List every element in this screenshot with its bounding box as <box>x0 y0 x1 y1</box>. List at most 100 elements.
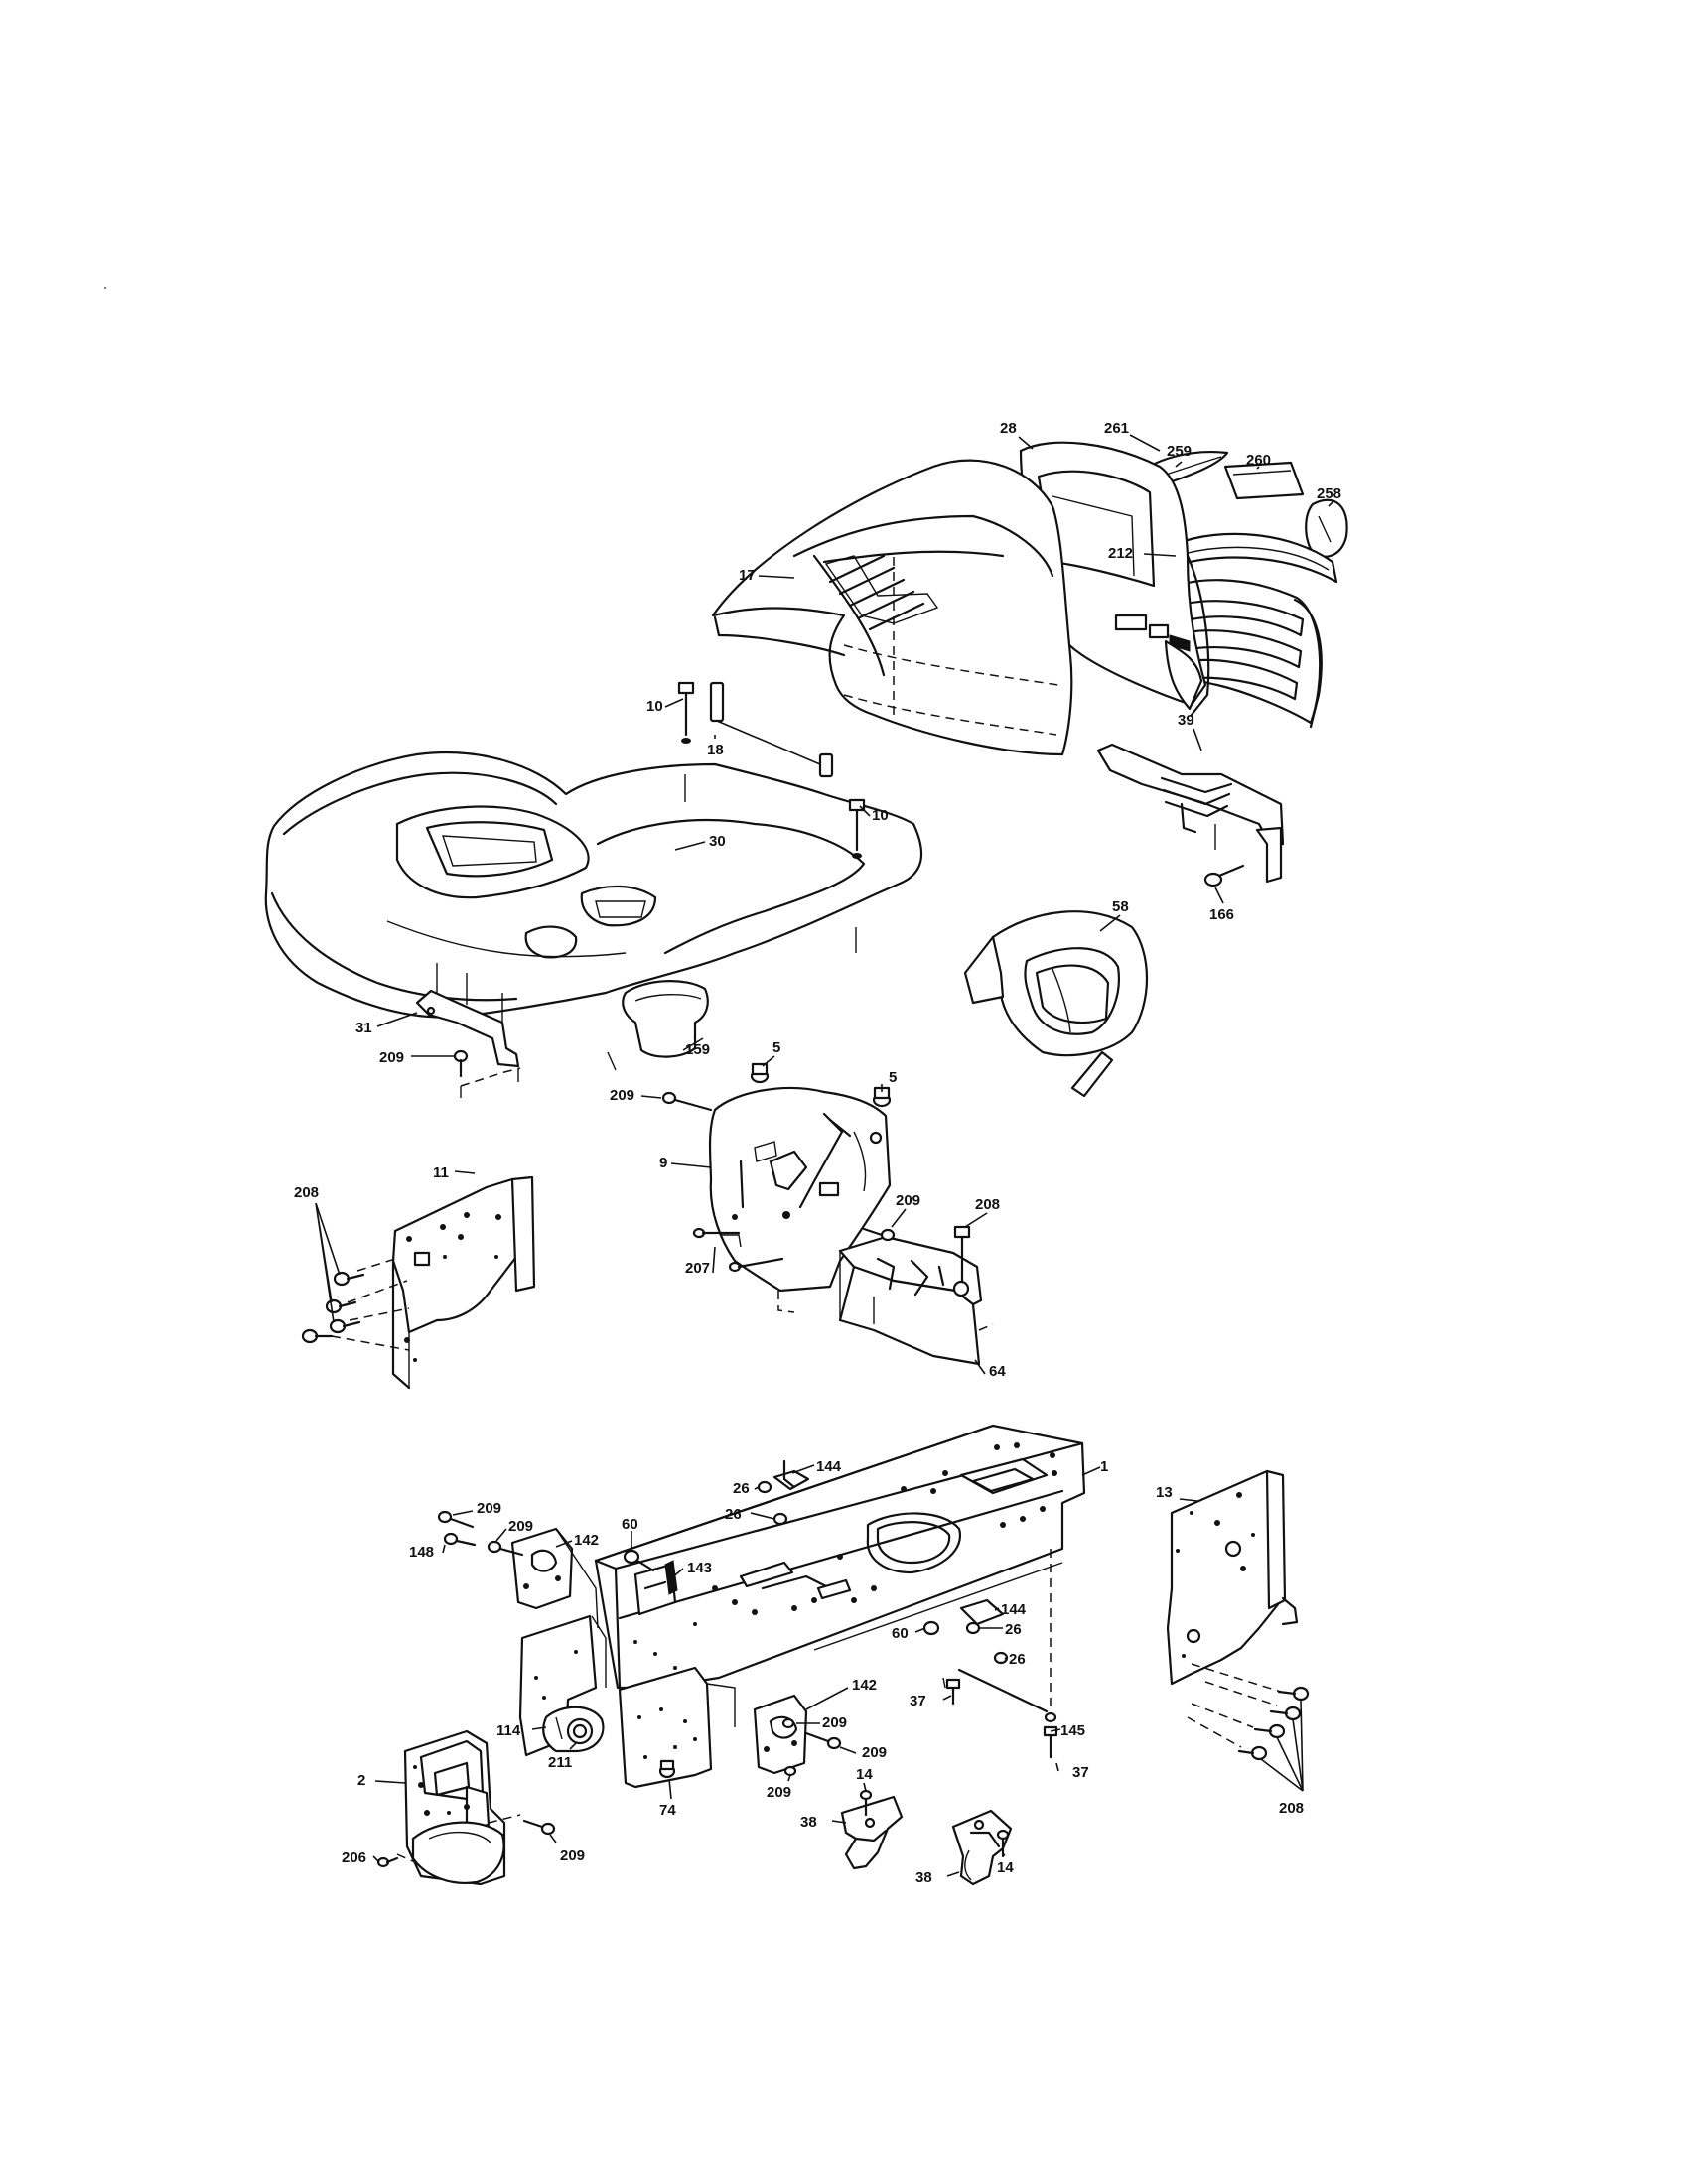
callout-209-b: 209 <box>610 1087 634 1104</box>
part-261-grille <box>1160 580 1322 727</box>
callout-37-b: 37 <box>1072 1764 1089 1781</box>
callout-5-b: 5 <box>889 1069 897 1086</box>
part-166-screw <box>1205 866 1243 886</box>
part-145-rod <box>943 1670 1056 1757</box>
callout-208-a: 208 <box>294 1184 319 1201</box>
callout-144-b: 144 <box>1001 1601 1027 1618</box>
callout-14-b: 14 <box>997 1859 1014 1876</box>
part-209-screws-d <box>783 1719 840 1775</box>
part-208-bolt-b <box>955 1227 969 1281</box>
callout-74: 74 <box>659 1802 676 1819</box>
callout-labels: 259 260 258 212 28 261 17 10 18 10 30 39… <box>294 420 1341 1886</box>
callout-207: 207 <box>685 1260 710 1277</box>
part-39-bracket <box>1098 745 1283 882</box>
callout-209-g: 209 <box>862 1744 887 1761</box>
part-30-fender <box>266 752 921 1017</box>
callout-58: 58 <box>1112 898 1129 915</box>
callout-39: 39 <box>1178 712 1194 729</box>
callout-5-a: 5 <box>772 1039 780 1056</box>
callout-209-d: 209 <box>477 1500 501 1517</box>
callout-209-a: 209 <box>379 1049 404 1066</box>
scan-artifact-dot <box>104 287 106 289</box>
callout-26-c: 26 <box>1005 1621 1022 1638</box>
callout-64: 64 <box>989 1363 1006 1380</box>
callout-1: 1 <box>1100 1458 1108 1475</box>
callout-209-i: 209 <box>560 1847 585 1864</box>
part-206-209-screws <box>378 1821 554 1866</box>
part-144-brackets <box>759 1461 1007 1663</box>
part-13-side-plate <box>1168 1471 1297 1747</box>
callout-209-h: 209 <box>767 1784 791 1801</box>
callout-260: 260 <box>1246 452 1271 469</box>
callout-38-b: 38 <box>915 1869 932 1886</box>
part-38-brackets <box>842 1791 1011 1884</box>
part-31-bracket <box>417 963 520 1098</box>
part-142-plates <box>512 1529 806 1773</box>
part-258-side-cap <box>1306 500 1346 557</box>
callout-37-a: 37 <box>910 1693 926 1709</box>
part-9-plate <box>710 1088 890 1312</box>
callout-142-a: 142 <box>574 1532 599 1549</box>
callout-13: 13 <box>1156 1484 1173 1501</box>
part-64-bracket <box>840 1237 993 1364</box>
part-159-cup-holder <box>608 981 708 1070</box>
callout-18: 18 <box>707 742 724 758</box>
part-207-screws <box>694 1229 782 1271</box>
callout-145: 145 <box>1060 1722 1085 1739</box>
callout-60-a: 60 <box>622 1516 638 1533</box>
callout-258: 258 <box>1317 485 1341 502</box>
part-17-hood <box>713 461 1071 754</box>
callout-259: 259 <box>1167 443 1192 460</box>
callout-60-b: 60 <box>892 1625 909 1642</box>
callout-31: 31 <box>355 1020 372 1036</box>
part-212-trim <box>1176 534 1336 582</box>
callout-30: 30 <box>709 833 726 850</box>
part-209-screw-c <box>864 1229 894 1240</box>
part-58-shroud <box>965 911 1147 1096</box>
callout-28: 28 <box>1000 420 1017 437</box>
part-18-clips <box>711 683 832 776</box>
callout-11: 11 <box>433 1164 449 1181</box>
part-114-211-guide <box>543 1707 603 1751</box>
part-209-screw-a <box>455 1051 467 1076</box>
callout-261: 261 <box>1104 420 1129 437</box>
part-208-bolts-c <box>1239 1688 1308 1759</box>
callout-10-top: 10 <box>646 698 663 715</box>
callout-38-a: 38 <box>800 1814 817 1831</box>
callout-206: 206 <box>342 1849 366 1866</box>
part-74-nut <box>660 1761 674 1777</box>
part-208-bolts-a <box>303 1273 363 1342</box>
part-2-front-plate <box>397 1731 520 1884</box>
callout-208-b: 208 <box>975 1196 1000 1213</box>
callout-26-a: 26 <box>733 1480 750 1497</box>
leader-lines <box>316 435 1333 1876</box>
callout-143: 143 <box>687 1560 712 1576</box>
callout-26-d: 26 <box>1009 1651 1026 1668</box>
callout-211: 211 <box>548 1754 572 1771</box>
callout-212: 212 <box>1108 545 1133 562</box>
callout-166: 166 <box>1209 906 1234 923</box>
callout-208-c: 208 <box>1279 1800 1304 1817</box>
part-frame-front-plates <box>520 1616 735 1787</box>
part-148-209-screws <box>439 1512 522 1555</box>
callout-148: 148 <box>409 1544 434 1561</box>
callout-209-e: 209 <box>508 1518 533 1535</box>
callout-10-mid: 10 <box>872 807 889 824</box>
part-11-side-plate <box>332 1177 534 1388</box>
callout-17: 17 <box>739 567 756 584</box>
callout-144-a: 144 <box>816 1458 842 1475</box>
callout-14-a: 14 <box>856 1766 873 1783</box>
callout-159: 159 <box>685 1041 710 1058</box>
callout-209-c: 209 <box>896 1192 920 1209</box>
callout-114: 114 <box>496 1722 521 1739</box>
part-260-strip <box>1225 463 1303 498</box>
callout-142-b: 142 <box>852 1677 877 1694</box>
callout-26-b: 26 <box>725 1506 742 1523</box>
part-1-frame <box>596 1426 1084 1747</box>
part-5-nuts <box>752 1064 890 1106</box>
callout-2: 2 <box>357 1772 365 1789</box>
callout-9: 9 <box>659 1155 667 1171</box>
part-209-screw-b <box>663 1093 711 1110</box>
